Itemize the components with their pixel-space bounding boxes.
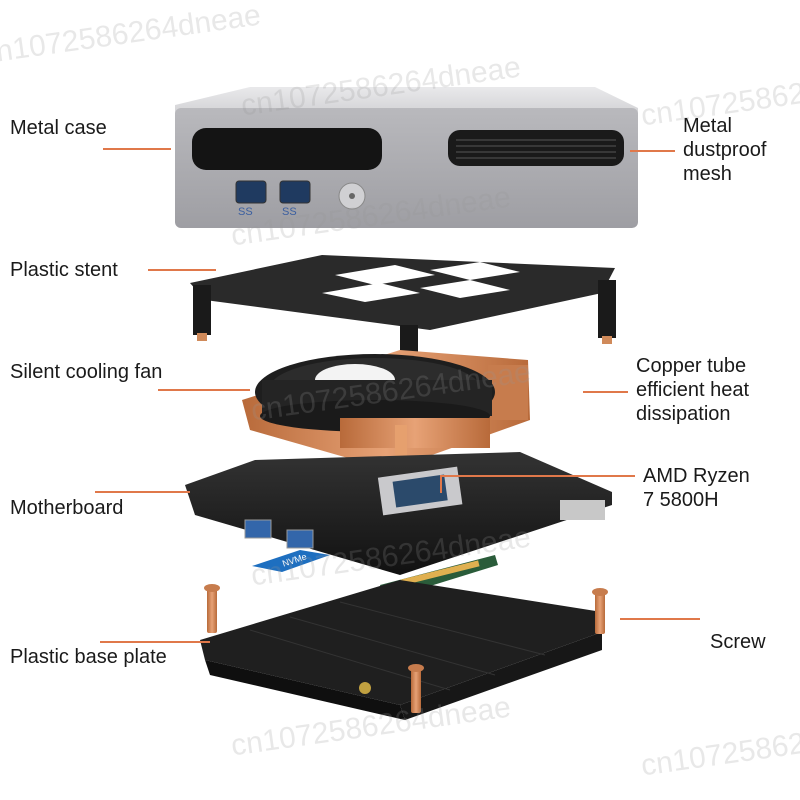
label-metal-mesh-line2: dustproof (683, 139, 767, 161)
label-metal-case: Metal case (10, 117, 107, 139)
label-cpu-line2: 7 5800H (643, 489, 719, 511)
label-cpu: AMD Ryzen 7 5800H (643, 464, 750, 512)
label-copper-tube-line3: dissipation (636, 403, 731, 425)
base-plate (200, 580, 602, 720)
label-metal-mesh: Metal dustproof mesh (683, 114, 766, 186)
cooling-assembly (242, 350, 530, 470)
mesh-pattern (456, 139, 616, 159)
usb-port-label-2: SS (282, 206, 297, 218)
label-cooling-fan: Silent cooling fan (10, 361, 163, 383)
leader-base-plate (100, 641, 210, 643)
label-plastic-stent: Plastic stent (10, 259, 118, 281)
usb-port-label-1: SS (238, 206, 253, 218)
label-copper-tube-line1: Copper tube (636, 355, 747, 377)
leader-motherboard (95, 491, 190, 493)
label-cpu-line1: AMD Ryzen (643, 465, 750, 487)
leader-cpu (440, 475, 635, 477)
leader-cpu-drop (440, 475, 442, 493)
label-metal-mesh-line3: mesh (683, 163, 732, 185)
label-metal-mesh-line1: Metal (683, 115, 732, 137)
leader-plastic-stent (148, 269, 216, 271)
leader-metal-case (103, 148, 171, 150)
label-copper-tube-line2: efficient heat (636, 379, 750, 401)
screws (204, 584, 608, 713)
metal-case (175, 87, 638, 228)
label-base-plate: Plastic base plate (10, 646, 167, 668)
label-motherboard: Motherboard (10, 497, 124, 519)
label-copper-tube: Copper tube efficient heat dissipation (636, 354, 749, 426)
plastic-stent (190, 255, 616, 365)
label-screw: Screw (710, 631, 766, 653)
leader-metal-mesh (630, 150, 675, 152)
leader-copper-tube (583, 391, 628, 393)
leader-cooling-fan (158, 389, 250, 391)
leader-screw (620, 618, 700, 620)
